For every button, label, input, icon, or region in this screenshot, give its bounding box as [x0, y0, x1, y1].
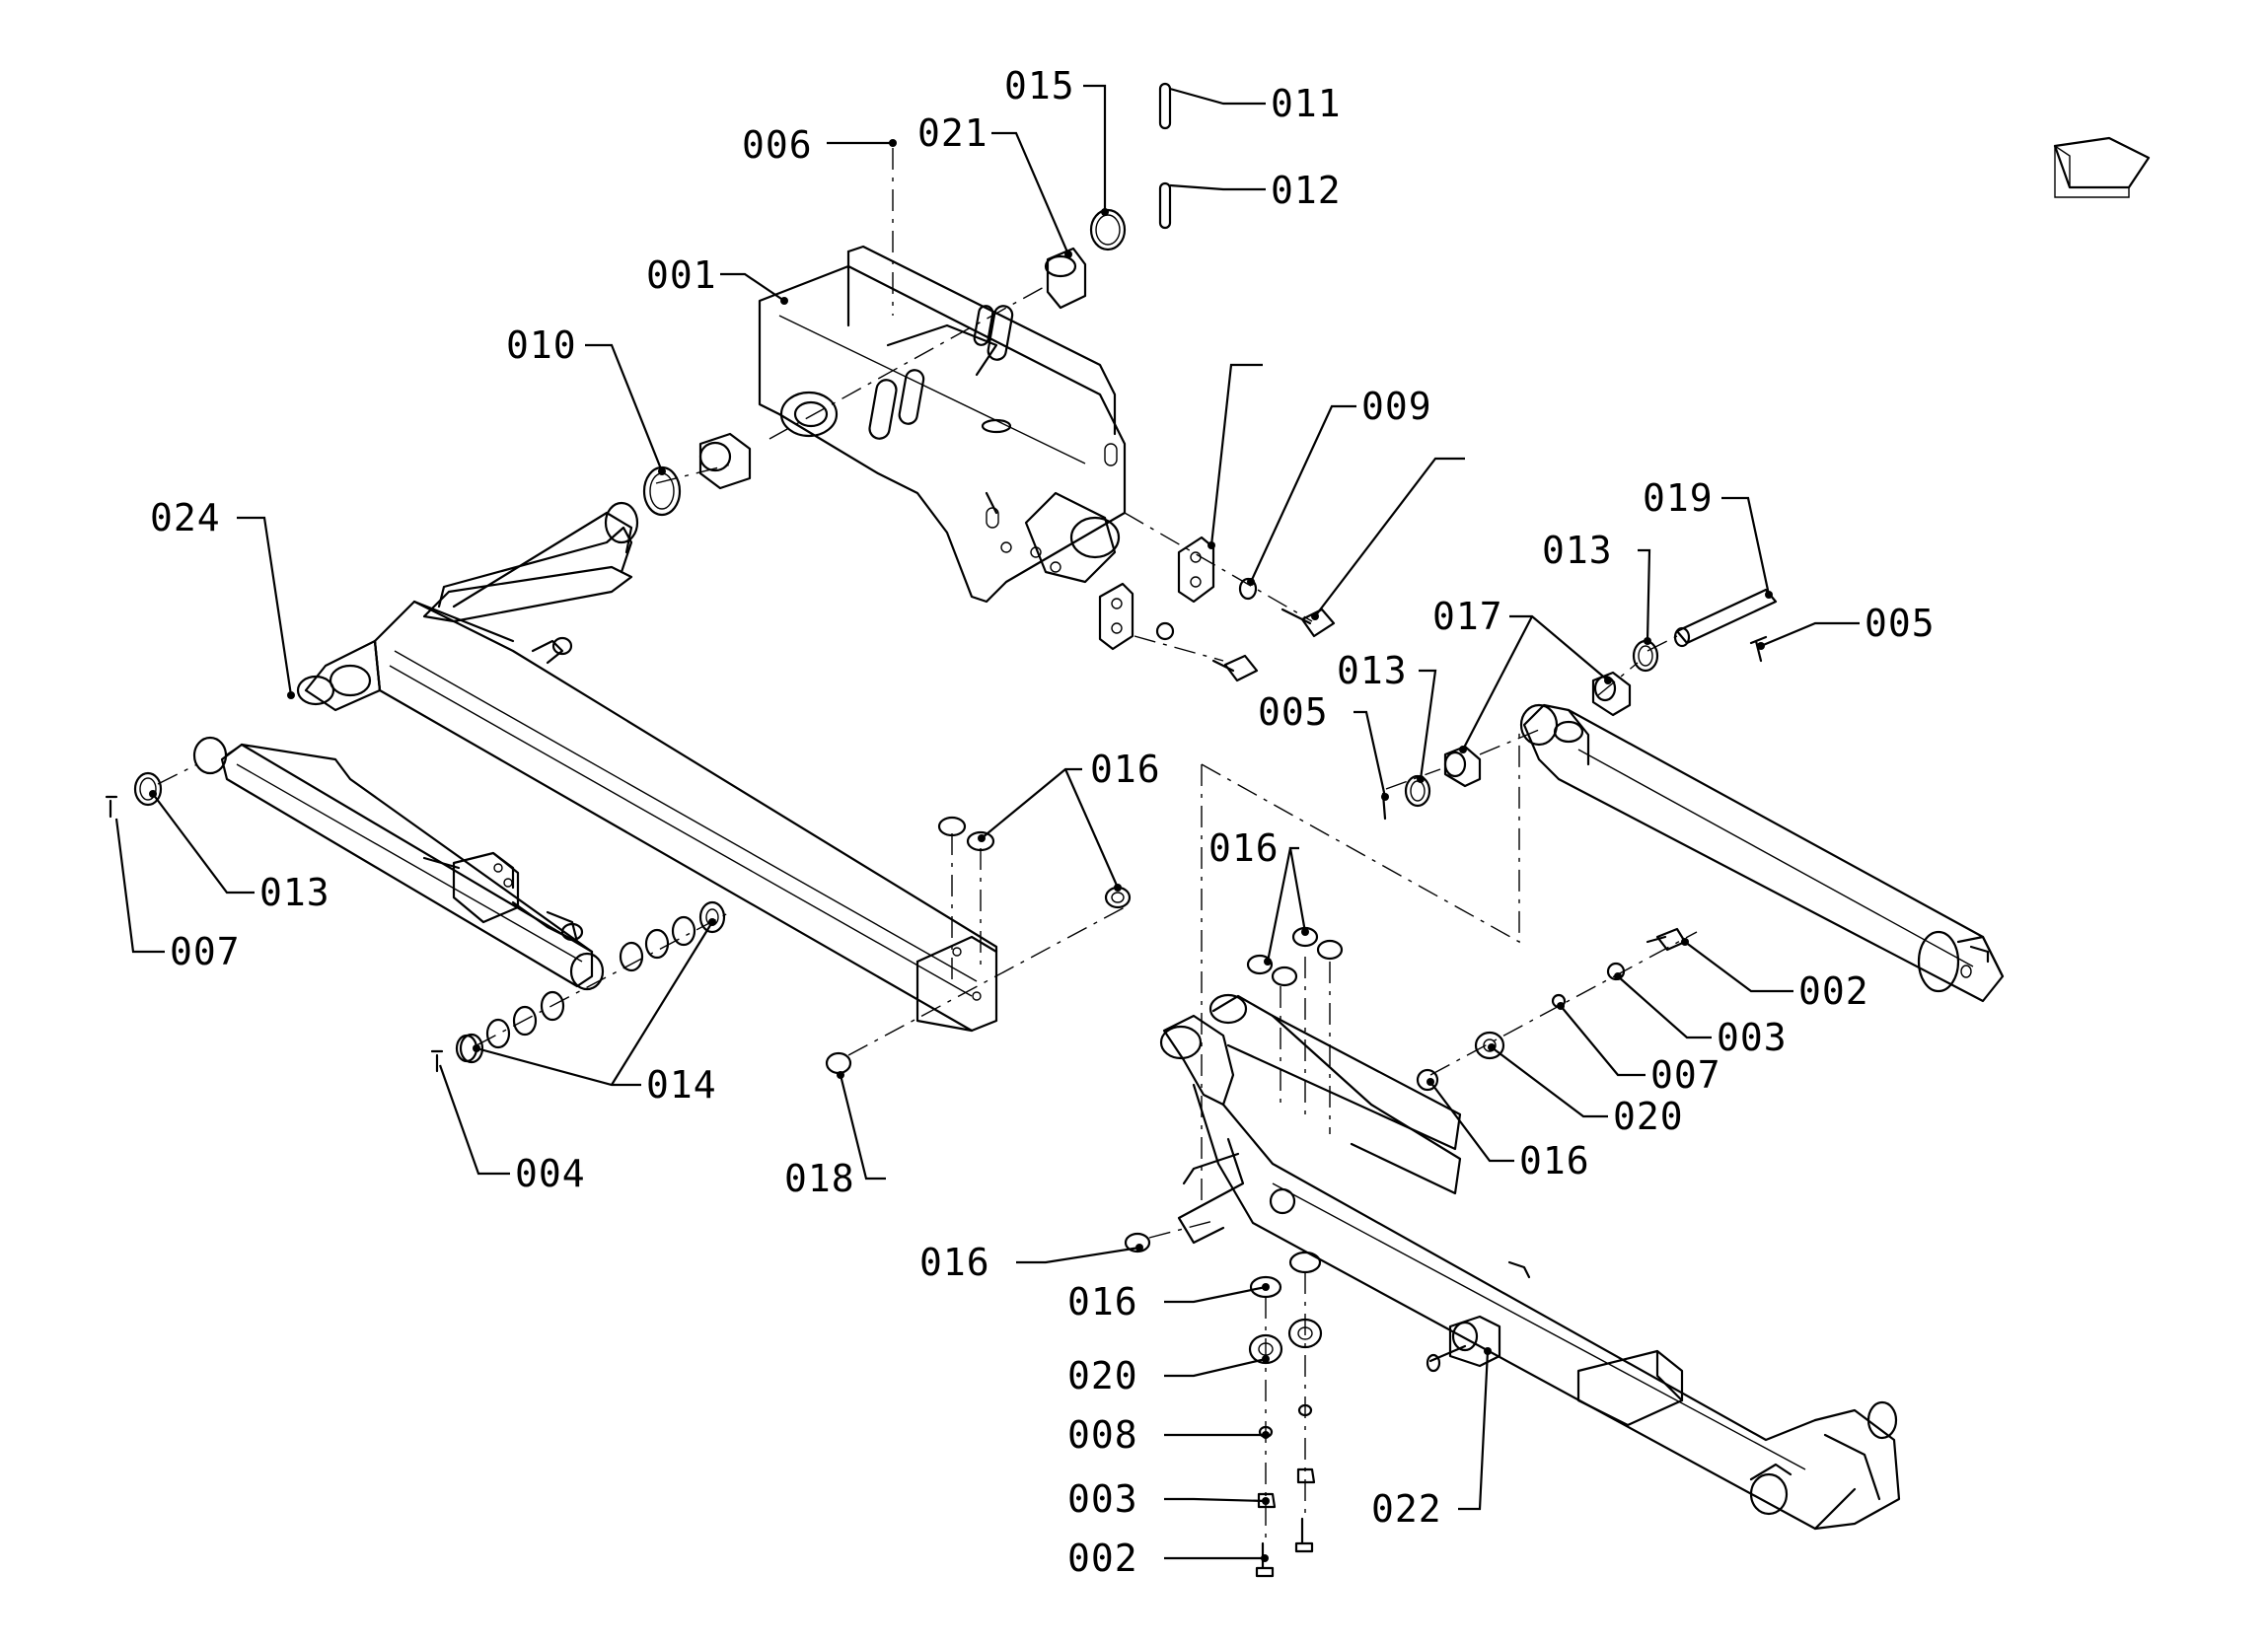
callout-013-left: 013	[259, 871, 330, 914]
grease-cap-part	[1124, 926, 1439, 1299]
callout-006: 007	[170, 930, 241, 973]
left-beam-part	[296, 501, 998, 1033]
callout-001: 001	[646, 253, 717, 297]
callout-004: 004	[515, 1152, 586, 1195]
grease-cap-part	[937, 816, 1132, 909]
callout-010: 010	[506, 323, 577, 367]
callout-023: 024	[150, 496, 221, 539]
callout-007-right: 007	[1650, 1053, 1721, 1097]
bushing-part	[698, 432, 752, 490]
spacer-part	[1248, 1031, 1505, 1365]
callout-018: 018	[784, 1157, 855, 1200]
callout-002-lower: 002	[1067, 1537, 1138, 1580]
callout-008: 009	[1361, 385, 1432, 428]
callout-011: 011	[1271, 82, 1342, 125]
hydraulic-cylinder-part	[192, 736, 605, 991]
lower-arm-part	[1159, 993, 1901, 1531]
callout-014: 014	[646, 1063, 717, 1107]
circlip-ring-part	[1404, 639, 1659, 808]
callout-005-right: 005	[1865, 602, 1936, 645]
callout-013-center: 013	[1337, 649, 1408, 692]
callout-019: 019	[1643, 476, 1714, 520]
callout-003-lower: 003	[1067, 1477, 1138, 1521]
callout-016-right: 016	[1519, 1139, 1590, 1182]
circlip-ring-part	[133, 771, 163, 807]
callout-009: 006	[742, 123, 813, 167]
callout-016-right-stack: 016	[1208, 826, 1280, 870]
callout-021: 021	[917, 111, 988, 155]
callout-016-lower-left: 016	[919, 1241, 990, 1284]
leader-lines	[114, 84, 1860, 1562]
circlip-ring-part	[1089, 208, 1127, 251]
frame-bracket-part	[758, 245, 1127, 604]
callout-016-top-center: 016	[1090, 748, 1161, 791]
bushing-part	[1044, 247, 1087, 310]
callout-labels: 006 021 015 011 012 001 010 024 009 019 …	[150, 64, 1936, 1580]
bolt-part	[1255, 927, 1687, 1578]
washer-part	[1155, 577, 1258, 641]
direction-arrow-icon	[2053, 136, 2151, 198]
pivot-pin-part	[1673, 588, 1778, 648]
pin-part	[1381, 635, 1768, 821]
callout-022: 022	[1371, 1487, 1442, 1531]
callout-005-center: 005	[1258, 690, 1329, 734]
right-cylinder-part	[1519, 703, 2005, 1003]
callout-002-right: 002	[1798, 969, 1869, 1013]
callout-017: 017	[1432, 595, 1503, 638]
link-plate-part	[1098, 536, 1215, 651]
callout-016-lower: 016	[1067, 1280, 1138, 1324]
callout-015: 015	[1004, 64, 1075, 107]
callout-007-lower: 008	[1067, 1413, 1138, 1457]
seal-ring-set-part	[455, 900, 726, 1064]
nut-part	[1257, 962, 1626, 1509]
callout-020-lower: 020	[1067, 1354, 1138, 1397]
pin-part	[105, 795, 444, 1073]
callout-013-right: 013	[1542, 529, 1613, 572]
callout-020-right: 020	[1613, 1095, 1684, 1138]
callout-003-right: 003	[1717, 1016, 1788, 1059]
o-ring-part	[825, 1051, 852, 1075]
assembly-axis-lines	[157, 148, 1698, 1539]
pin-part	[1158, 82, 1172, 230]
callout-012: 012	[1271, 169, 1342, 212]
